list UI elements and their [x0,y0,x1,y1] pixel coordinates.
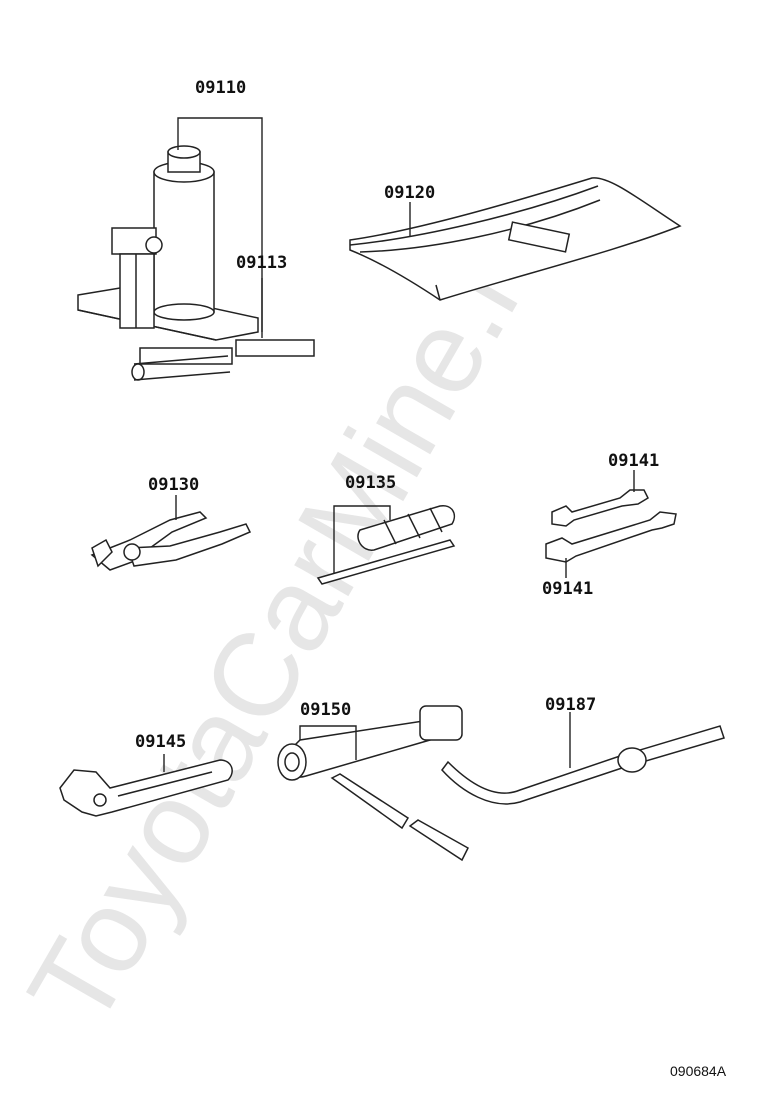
wheel-nut-wrench-illustration [277,705,469,862]
pliers-illustration [90,511,252,571]
part-label-pliers: 09130 [148,475,199,495]
adjustable-wrench-illustration [59,759,233,817]
open-end-wrenches-illustration [545,489,677,563]
part-label-screwdriver: 09135 [345,473,396,493]
part-label-adjustable-wrench: 09145 [135,732,186,752]
bent-bar-illustration [441,725,725,805]
part-label-bent-bar: 09187 [545,695,596,715]
part-label-open-end-wrench-lower: 09141 [542,579,593,599]
part-label-tool-bag: 09120 [384,183,435,203]
part-label-jack-handle: 09113 [236,253,287,273]
reference-code: 090684A [670,1063,727,1079]
tool-bag-illustration [349,177,682,301]
jack-illustration [77,145,315,381]
part-label-wheel-nut-wrench: 09150 [300,700,351,720]
part-label-open-end-wrench-upper: 09141 [608,451,659,471]
part-label-jack: 09110 [195,78,246,98]
screwdriver-illustration [316,505,456,585]
